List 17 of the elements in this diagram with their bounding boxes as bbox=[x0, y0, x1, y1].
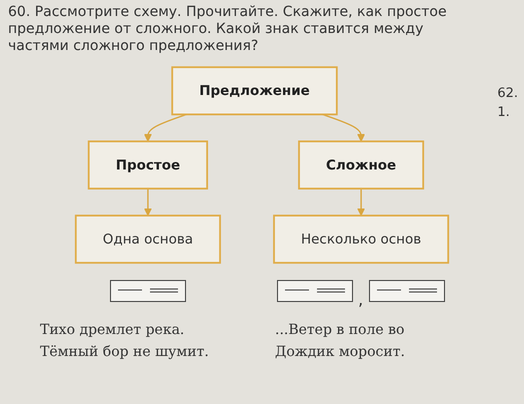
exercise-number: 62. bbox=[497, 86, 518, 101]
node-box: Предложение bbox=[171, 66, 338, 116]
arrow bbox=[322, 114, 366, 142]
arrow bbox=[144, 114, 187, 142]
node-box: Несколько основ bbox=[273, 214, 450, 264]
example-sentence: ...Ветер в поле во bbox=[275, 322, 406, 338]
arrow bbox=[144, 188, 152, 216]
task-text: 60. Рассмотрите схему. Прочитайте. Скажите, как простое предложение от сложного. Какой знак ставится между частями сложного предложения? bbox=[8, 4, 448, 55]
exercise-number: 1. bbox=[497, 105, 511, 120]
node-box: Одна основа bbox=[74, 214, 221, 264]
example-sentence: Тёмный бор не шумит. bbox=[40, 344, 210, 360]
node-box: Простое bbox=[88, 140, 208, 190]
comma-mark: , bbox=[358, 290, 364, 309]
example-sentence: Дождик моросит. bbox=[275, 344, 406, 360]
example-sentence: Тихо дремлет река. bbox=[40, 322, 186, 338]
arrow bbox=[357, 188, 366, 216]
node-box: Сложное bbox=[298, 140, 424, 190]
